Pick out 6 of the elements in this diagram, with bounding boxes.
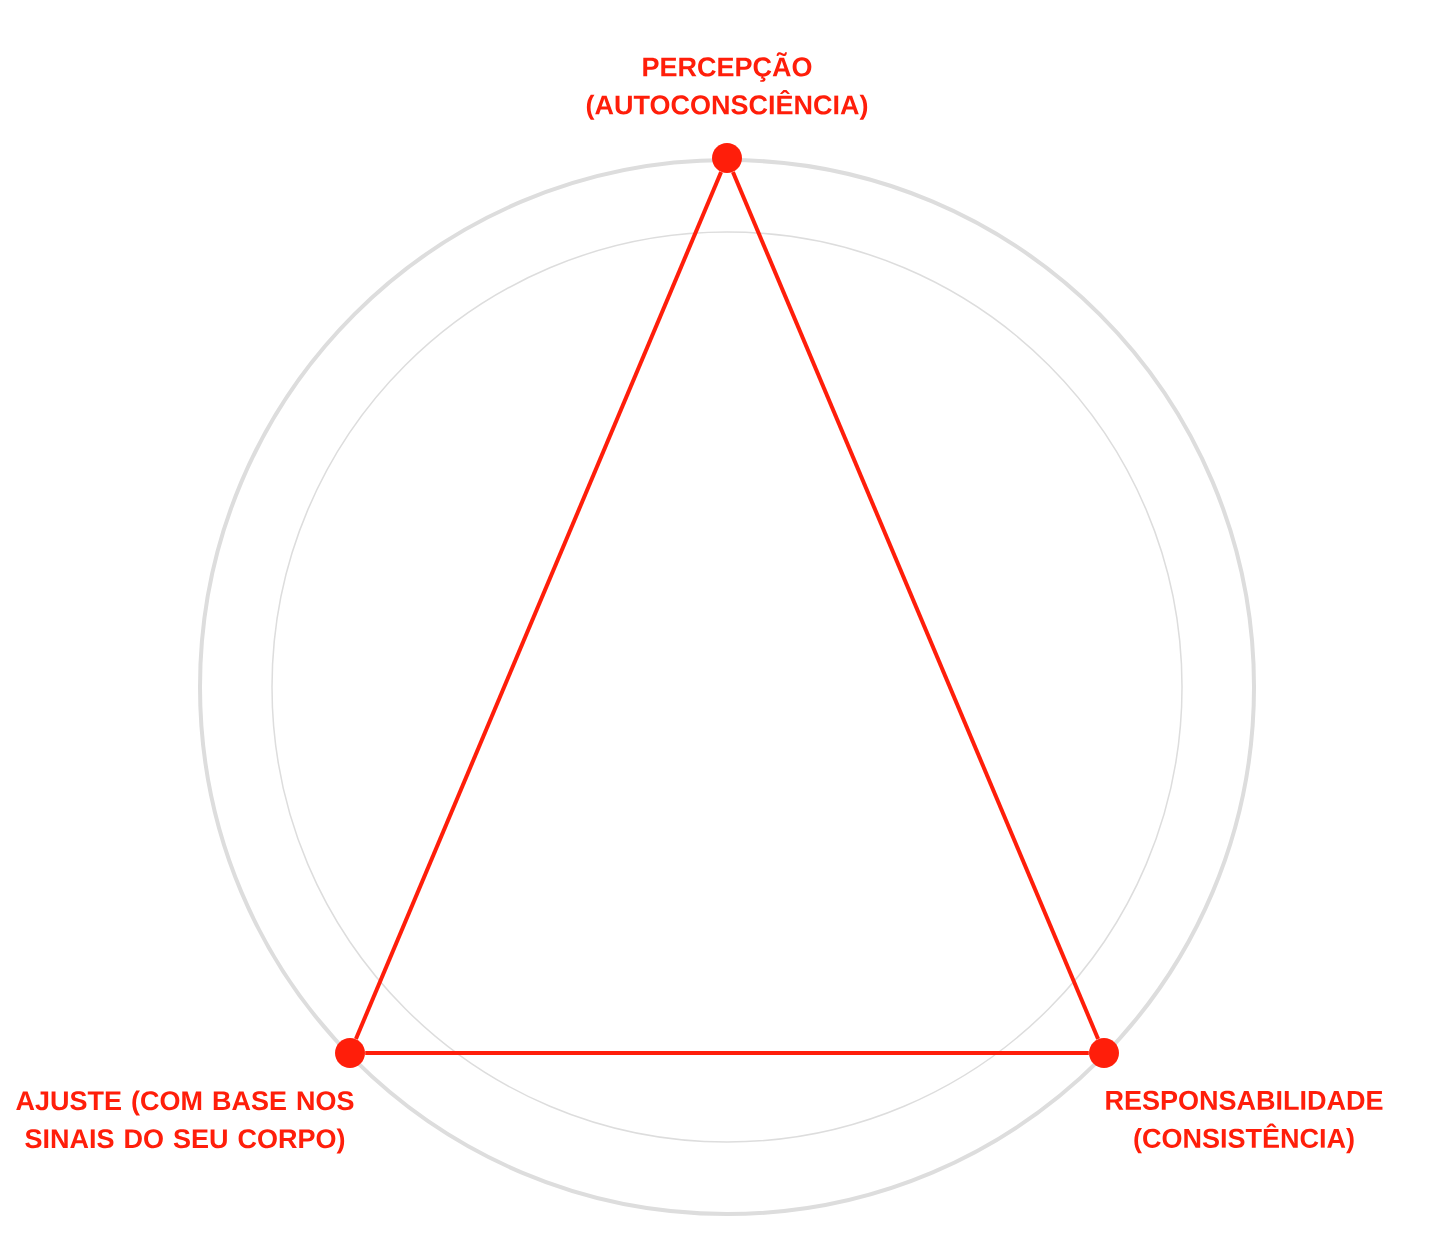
vertex-label: PERCEPÇÃO (AUTOCONSCIÊNCIA) [586,52,868,120]
vertex-label: RESPONSABILIDADE (CONSISTÊNCIA) [1106,1090,1383,1154]
triangle-side [731,171,1100,1040]
triangle-side [365,1051,1089,1055]
triangle-side [354,171,723,1040]
vertex-label: AJUSTE (COM BASE NOS SINAIS DO SEU CORPO) [16,1090,354,1154]
